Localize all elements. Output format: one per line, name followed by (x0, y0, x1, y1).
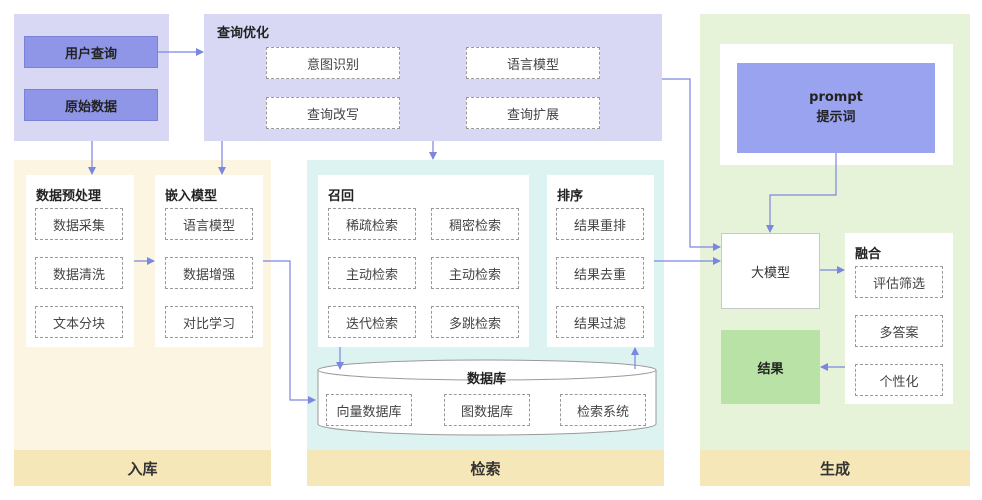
result-box: 结果 (721, 330, 820, 404)
generation-footer: 生成 (700, 450, 970, 486)
iterative-retrieval-item: 迭代检索 (328, 306, 416, 338)
active-retrieval-item-2: 主动检索 (431, 257, 519, 289)
active-retrieval-item-1: 主动检索 (328, 257, 416, 289)
prompt-label: prompt (809, 90, 863, 105)
raw-data-box: 原始数据 (24, 89, 158, 121)
sparse-retrieval-item: 稀疏检索 (328, 208, 416, 240)
evaluation-filter-item: 评估筛选 (855, 266, 943, 298)
prompt-cn-label: 提示词 (816, 110, 856, 125)
fusion-title: 融合 (855, 247, 882, 262)
preprocess-title: 数据预处理 (36, 189, 102, 204)
multi-answer-item: 多答案 (855, 315, 943, 347)
database-title: 数据库 (467, 372, 507, 387)
text-chunking-item: 文本分块 (35, 306, 123, 338)
personalization-item: 个性化 (855, 364, 943, 396)
retrieval-footer: 检索 (307, 450, 664, 486)
recall-title: 召回 (328, 189, 355, 204)
arrow-prompt-to-llm (766, 153, 837, 233)
arrow-optimization-to-llm (662, 78, 721, 251)
intent-recognition-item: 意图识别 (266, 47, 400, 79)
prompt-box: prompt 提示词 (737, 63, 935, 153)
vector-db-item: 向量数据库 (326, 394, 412, 426)
dedup-item: 结果去重 (556, 257, 644, 289)
data-cleaning-item: 数据清洗 (35, 257, 123, 289)
language-model-item: 语言模型 (466, 47, 600, 79)
query-expansion-item: 查询扩展 (466, 97, 600, 129)
rerank-item: 结果重排 (556, 208, 644, 240)
storage-footer: 入库 (14, 450, 271, 486)
embedding-title: 嵌入模型 (165, 189, 218, 204)
filter-item: 结果过滤 (556, 306, 644, 338)
user-query-box: 用户查询 (24, 36, 158, 68)
contrastive-learning-item: 对比学习 (165, 306, 253, 338)
llm-box: 大模型 (721, 233, 820, 309)
dense-retrieval-item: 稠密检索 (431, 208, 519, 240)
data-collection-item: 数据采集 (35, 208, 123, 240)
query-optimization-title: 查询优化 (217, 26, 270, 41)
ranking-title: 排序 (557, 189, 584, 204)
data-augmentation-item: 数据增强 (165, 257, 253, 289)
arrow-embedding-to-database (263, 260, 316, 404)
graph-db-item: 图数据库 (444, 394, 530, 426)
multi-hop-retrieval-item: 多跳检索 (431, 306, 519, 338)
search-system-item: 检索系统 (560, 394, 646, 426)
embedding-language-model-item: 语言模型 (165, 208, 253, 240)
query-rewrite-item: 查询改写 (266, 97, 400, 129)
